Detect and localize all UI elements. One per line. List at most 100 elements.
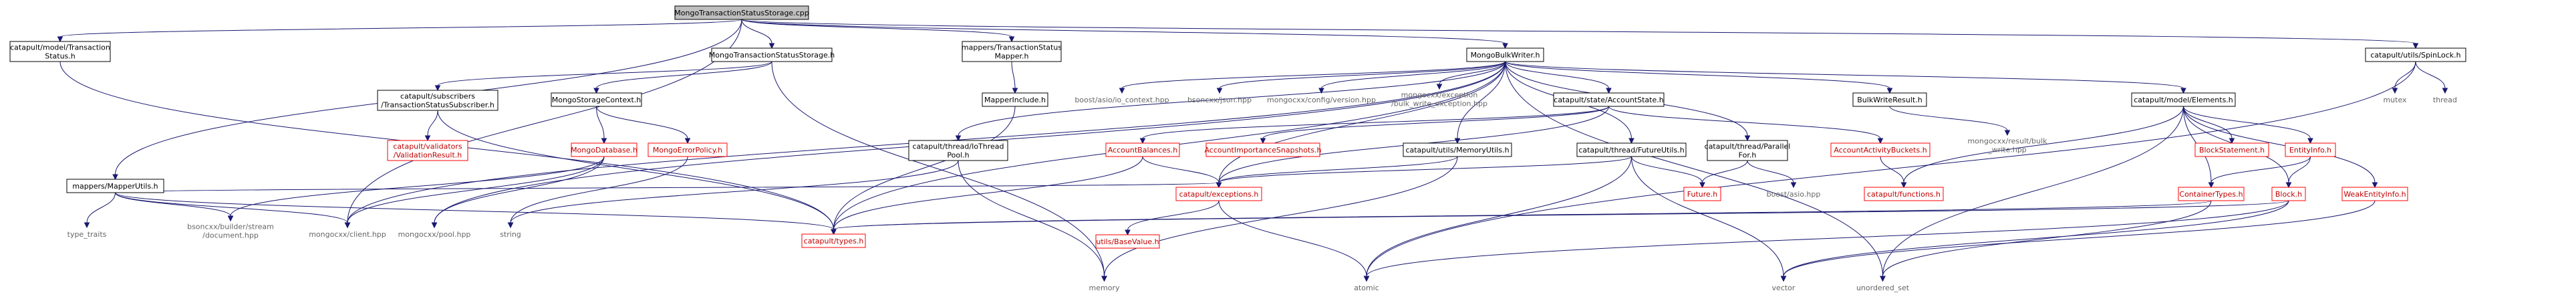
node-mapper-include[interactable]: MapperInclude.h [982, 92, 1048, 107]
edge-line [86, 192, 116, 223]
edge-line [1889, 106, 2008, 131]
node-tx-status[interactable]: catapult/model/TransactionStatus.h [9, 41, 111, 62]
edge-line [596, 106, 688, 139]
node-exceptions[interactable]: catapult/exceptions.h [1175, 187, 1262, 201]
edge-line [1218, 156, 1458, 183]
edge-arrowhead [1628, 138, 1634, 144]
node-box [982, 92, 1048, 107]
node-label-line: MapperInclude.h [984, 96, 1046, 104]
node-block[interactable]: Block.h [2271, 187, 2306, 201]
node-error-policy[interactable]: MongoErrorPolicy.h [648, 142, 728, 157]
node-future[interactable]: Future.h [1683, 187, 1721, 201]
edge-line [1505, 61, 1883, 277]
node-validation-result[interactable]: catapult/validators/ValidationResult.h [387, 140, 468, 161]
node-mtss-h[interactable]: MongoTransactionStatusStorage.h [709, 47, 835, 62]
node-memory-utils[interactable]: catapult/utils/MemoryUtils.h [1403, 142, 1512, 157]
edge-elements-to-weak-entity-info [2183, 106, 2378, 189]
edge-storage-ctx-to-mongo-database [596, 106, 607, 144]
node-importance-snapshots[interactable]: AccountImportanceSnapshots.h [1204, 142, 1322, 157]
edge-line [1142, 156, 1220, 183]
node-result-bulk-write: mongocxx/result/bulk_write.hpp [1967, 137, 2047, 155]
edge-arrowhead [768, 43, 775, 49]
node-storage-ctx[interactable]: MongoStorageContext.h [551, 92, 642, 107]
node-box [2271, 187, 2306, 201]
edge-line [347, 156, 605, 223]
edge-arrowhead [831, 229, 837, 235]
node-future-utils[interactable]: catapult/thread/FutureUtils.h [1576, 142, 1687, 157]
node-mapper-utils[interactable]: mappers/MapperUtils.h [66, 179, 164, 193]
edge-block-to-vector [1780, 200, 2289, 282]
edge-arrowhead [2307, 138, 2313, 144]
edge-account-state-to-activity-buckets [1608, 106, 1884, 144]
edge-arrowhead [112, 174, 118, 181]
node-container-types[interactable]: ContainerTypes.h [2178, 187, 2245, 201]
edge-arrowhead [1744, 135, 1751, 142]
edge-arrowhead [1008, 36, 1015, 43]
node-label-line: mongocxx/config/version.hpp [1267, 96, 1376, 104]
node-bulk-writer[interactable]: MongoBulkWriter.h [1466, 47, 1544, 62]
edge-line [1783, 200, 2376, 277]
node-vector: vector [1772, 284, 1796, 292]
edge-arrowhead [684, 138, 691, 144]
node-types[interactable]: catapult/types.h [801, 233, 866, 248]
edge-arrowhead [507, 222, 514, 229]
edge-line [427, 110, 438, 136]
edge-line [1121, 61, 1506, 89]
node-box [1466, 47, 1544, 62]
edge-line [741, 19, 772, 44]
node-box [551, 92, 642, 107]
node-activity-buckets[interactable]: AccountActivityBuckets.h [1830, 142, 1930, 157]
node-type-traits: type_traits [67, 230, 107, 239]
edge-arrowhead [2004, 130, 2011, 136]
node-box [908, 140, 1008, 161]
edge-arrowhead [1606, 88, 1612, 94]
node-label-line: mappers/MapperUtils.h [72, 182, 158, 191]
edge-line [1702, 160, 1748, 183]
node-account-balances[interactable]: AccountBalances.h [1105, 142, 1180, 157]
edge-bulk-writer-to-bulk-result [1505, 61, 1893, 94]
node-mongo-database[interactable]: MongoDatabase.h [571, 142, 637, 157]
node-ts-subscriber[interactable]: catapult/subscribers/TransactionStatusSu… [377, 90, 498, 111]
edge-line [1608, 106, 1881, 139]
edge-weak-entity-info-to-vector [1780, 200, 2376, 282]
node-block-statement[interactable]: BlockStatement.h [2194, 142, 2269, 157]
node-unordered-set: unordered_set [1856, 284, 1910, 292]
edge-account-balances-to-exceptions [1142, 156, 1222, 189]
node-label-line: Block.h [2275, 190, 2302, 199]
node-entity-info[interactable]: EntityInfo.h [2285, 142, 2336, 157]
edge-line [1882, 200, 2212, 277]
node-box [1105, 142, 1180, 157]
edge-line [2183, 106, 2311, 139]
edge-arrowhead [84, 222, 90, 229]
edge-mapper-utils-to-type-traits [84, 192, 116, 229]
node-functions[interactable]: catapult/functions.h [1864, 187, 1944, 201]
edge-arrowhead [1216, 88, 1223, 94]
node-account-state[interactable]: catapult/state/AccountState.h [1553, 92, 1665, 107]
node-label-line: BlockStatement.h [2199, 146, 2265, 155]
node-box [2285, 142, 2336, 157]
edge-error-policy-to-string [507, 156, 688, 229]
node-spinlock[interactable]: catapult/utils/SpinLock.h [2365, 47, 2466, 62]
edge-line [1219, 61, 1506, 89]
node-weak-entity-info[interactable]: WeakEntityInfo.h [2341, 187, 2408, 201]
edge-line [510, 156, 688, 223]
edge-arrowhead [2285, 182, 2292, 189]
node-bulk-result[interactable]: BulkWriteResult.h [1852, 92, 1927, 107]
node-boost-asio: boost/asio.hpp [1767, 190, 1821, 199]
edge-container-types-to-unordered-set [1880, 200, 2212, 282]
edge-bulk-writer-to-io-context [1119, 61, 1506, 94]
node-label-line: catapult/validators [393, 142, 462, 151]
edge-arrowhead [227, 215, 234, 222]
node-root[interactable]: MongoTransactionStatusStorage.cpp [674, 5, 809, 20]
edge-spinlock-to-mutex [2392, 61, 2416, 94]
node-box [648, 142, 728, 157]
node-box [801, 233, 866, 248]
node-base-value[interactable]: utils/BaseValue.h [1095, 234, 1160, 249]
node-elements[interactable]: catapult/model/Elements.h [2131, 92, 2236, 107]
node-box [1852, 92, 1927, 107]
edge-line [833, 106, 1016, 230]
node-label-line: catapult/utils/SpinLock.h [2370, 51, 2460, 60]
